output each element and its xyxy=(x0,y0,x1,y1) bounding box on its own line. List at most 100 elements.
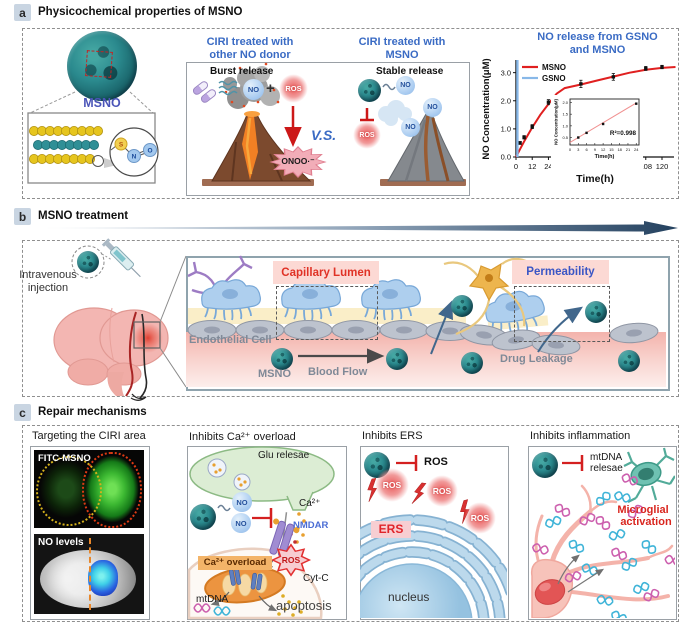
particle-zoom-square xyxy=(85,50,113,78)
calm-volcano-icon xyxy=(380,113,466,186)
msno-structure-illustration: S N O xyxy=(27,91,159,184)
mito-channel-icon xyxy=(250,572,263,591)
msno-particle-label: MSNO xyxy=(83,96,121,110)
no-molecule-chip: NO xyxy=(232,492,252,512)
wave-icon xyxy=(218,80,238,96)
iv-line2: injection xyxy=(27,282,69,294)
fitc-msno-image: FITC-MSNO xyxy=(34,450,144,528)
donor-heading: CIRI treated with other NO donor xyxy=(190,36,310,62)
series-msno xyxy=(515,66,676,158)
endothelial-cell-label: Endothelial Cell xyxy=(189,334,272,346)
ros-chip: ROS xyxy=(353,121,381,149)
ros-starburst xyxy=(270,543,312,577)
microglial-line1: Microglial xyxy=(617,504,669,516)
panel-a-box xyxy=(22,28,679,199)
x-tick-label: 0 xyxy=(514,162,518,171)
sub3-title: Inhibits ERS xyxy=(362,430,423,442)
inset-x-tick: 6 xyxy=(585,147,588,152)
midline-dashed xyxy=(89,538,91,610)
msno-nanoparticle xyxy=(461,352,483,374)
inset-y-tick: 1.5 xyxy=(562,112,568,117)
inset-y-tick: 0.5 xyxy=(562,135,568,140)
ember-dots xyxy=(224,62,280,108)
x-tick-label: 24 xyxy=(544,162,552,171)
msno-nanoparticle xyxy=(451,295,473,317)
ros-chip: ROS xyxy=(279,74,308,103)
nucleus-label: nucleus xyxy=(388,590,430,604)
occluded-vessel xyxy=(139,313,148,399)
data-marker xyxy=(518,141,522,145)
inset-y-label: NO Concentration(μM) xyxy=(554,99,559,145)
x-axis-label: Time(h) xyxy=(576,173,614,185)
presynaptic-terminal xyxy=(189,446,335,502)
ers-illustration xyxy=(360,455,507,618)
atomic-lattice xyxy=(29,126,104,165)
ros-target-label: ROS xyxy=(424,456,448,468)
glu-release-label: Glu relesae xyxy=(258,450,310,461)
zoom-region-square xyxy=(133,321,161,349)
atom-o-label: O xyxy=(147,148,152,155)
ros-chip: ROS xyxy=(426,475,458,507)
no-molecule-chip: NO xyxy=(243,79,264,100)
artery xyxy=(125,311,137,397)
mtdna-release-line2: relesae xyxy=(590,463,623,474)
ros-chip: ROS xyxy=(375,468,409,502)
permeability-zoom-box xyxy=(514,286,610,342)
mtdna-inhibit-tbar xyxy=(562,455,584,471)
inset-data-marker xyxy=(635,102,638,105)
msno-nanoparticle xyxy=(618,350,640,372)
er-stack xyxy=(360,514,507,618)
neuron-icon xyxy=(443,257,535,336)
ros-star-label: ROS xyxy=(282,555,301,565)
x-tick-label: 12 xyxy=(528,162,536,171)
legend-label: MSNO xyxy=(542,63,566,72)
data-marker xyxy=(530,124,534,129)
vesicle-icon xyxy=(207,458,227,478)
no-levels-image: NO levels xyxy=(34,534,144,614)
basement-membrane xyxy=(188,308,466,324)
msno-nanoparticle xyxy=(271,348,293,370)
extravasation-arrow xyxy=(430,300,453,355)
nucleus xyxy=(360,563,473,618)
ros-chip: ROS xyxy=(464,502,496,534)
y-axis-label: NO Concentration(μM) xyxy=(481,58,492,159)
drug-leakage-label: Drug Leakage xyxy=(500,353,573,365)
inset-data-marker xyxy=(577,136,580,139)
yellow-dotted-outline xyxy=(36,456,102,526)
brain-icon xyxy=(53,307,169,401)
no-levels-label: NO levels xyxy=(38,537,84,548)
inset-y-tick: 1.0 xyxy=(562,123,568,128)
chart-title: NO release from GSNO and MSNO xyxy=(520,31,675,57)
msno-heading-line2: MSNO xyxy=(385,49,419,61)
panel-b-title: MSNO treatment xyxy=(38,210,129,222)
no-molecule-chip: NO xyxy=(401,118,420,137)
calcium-label: Ca²⁺ xyxy=(299,498,321,509)
capillary-lumen-label: Capillary Lumen xyxy=(273,261,379,284)
y-tick-label: 0.0 xyxy=(501,153,511,162)
burst-release-label: Burst release xyxy=(210,66,274,77)
data-marker xyxy=(660,65,664,69)
microglial-line2: activation xyxy=(620,516,672,528)
msno-nanoparticle xyxy=(585,301,607,323)
inset-data-marker xyxy=(601,122,605,126)
panel-c-badge: c xyxy=(14,404,31,421)
timeline-arrow-icon xyxy=(44,221,678,235)
no-molecule-chip: NO xyxy=(423,98,442,117)
no-molecule-chip: NO xyxy=(396,76,415,95)
panel-a-title: Physicochemical properties of MSNO xyxy=(38,6,243,18)
inset-x-tick: 12 xyxy=(601,147,606,152)
ca-overload-illustration: ROS xyxy=(187,446,335,620)
x-tick-label: 108 xyxy=(640,162,653,171)
ischemia-spot xyxy=(133,323,163,353)
y-tick-label: 2.0 xyxy=(501,96,511,105)
atom-s-label: S xyxy=(119,142,124,149)
donor-heading-line2: other NO donor xyxy=(209,49,291,61)
fitc-msno-label: FITC-MSNO xyxy=(38,453,91,464)
inset-x-tick: 15 xyxy=(609,147,614,152)
red-dotted-outline xyxy=(82,452,142,528)
r-squared-annotation: R²=0.998 xyxy=(610,130,637,137)
legend-label: GSNO xyxy=(542,74,566,83)
msno-heading-line1: CIRI treated with xyxy=(358,36,446,48)
